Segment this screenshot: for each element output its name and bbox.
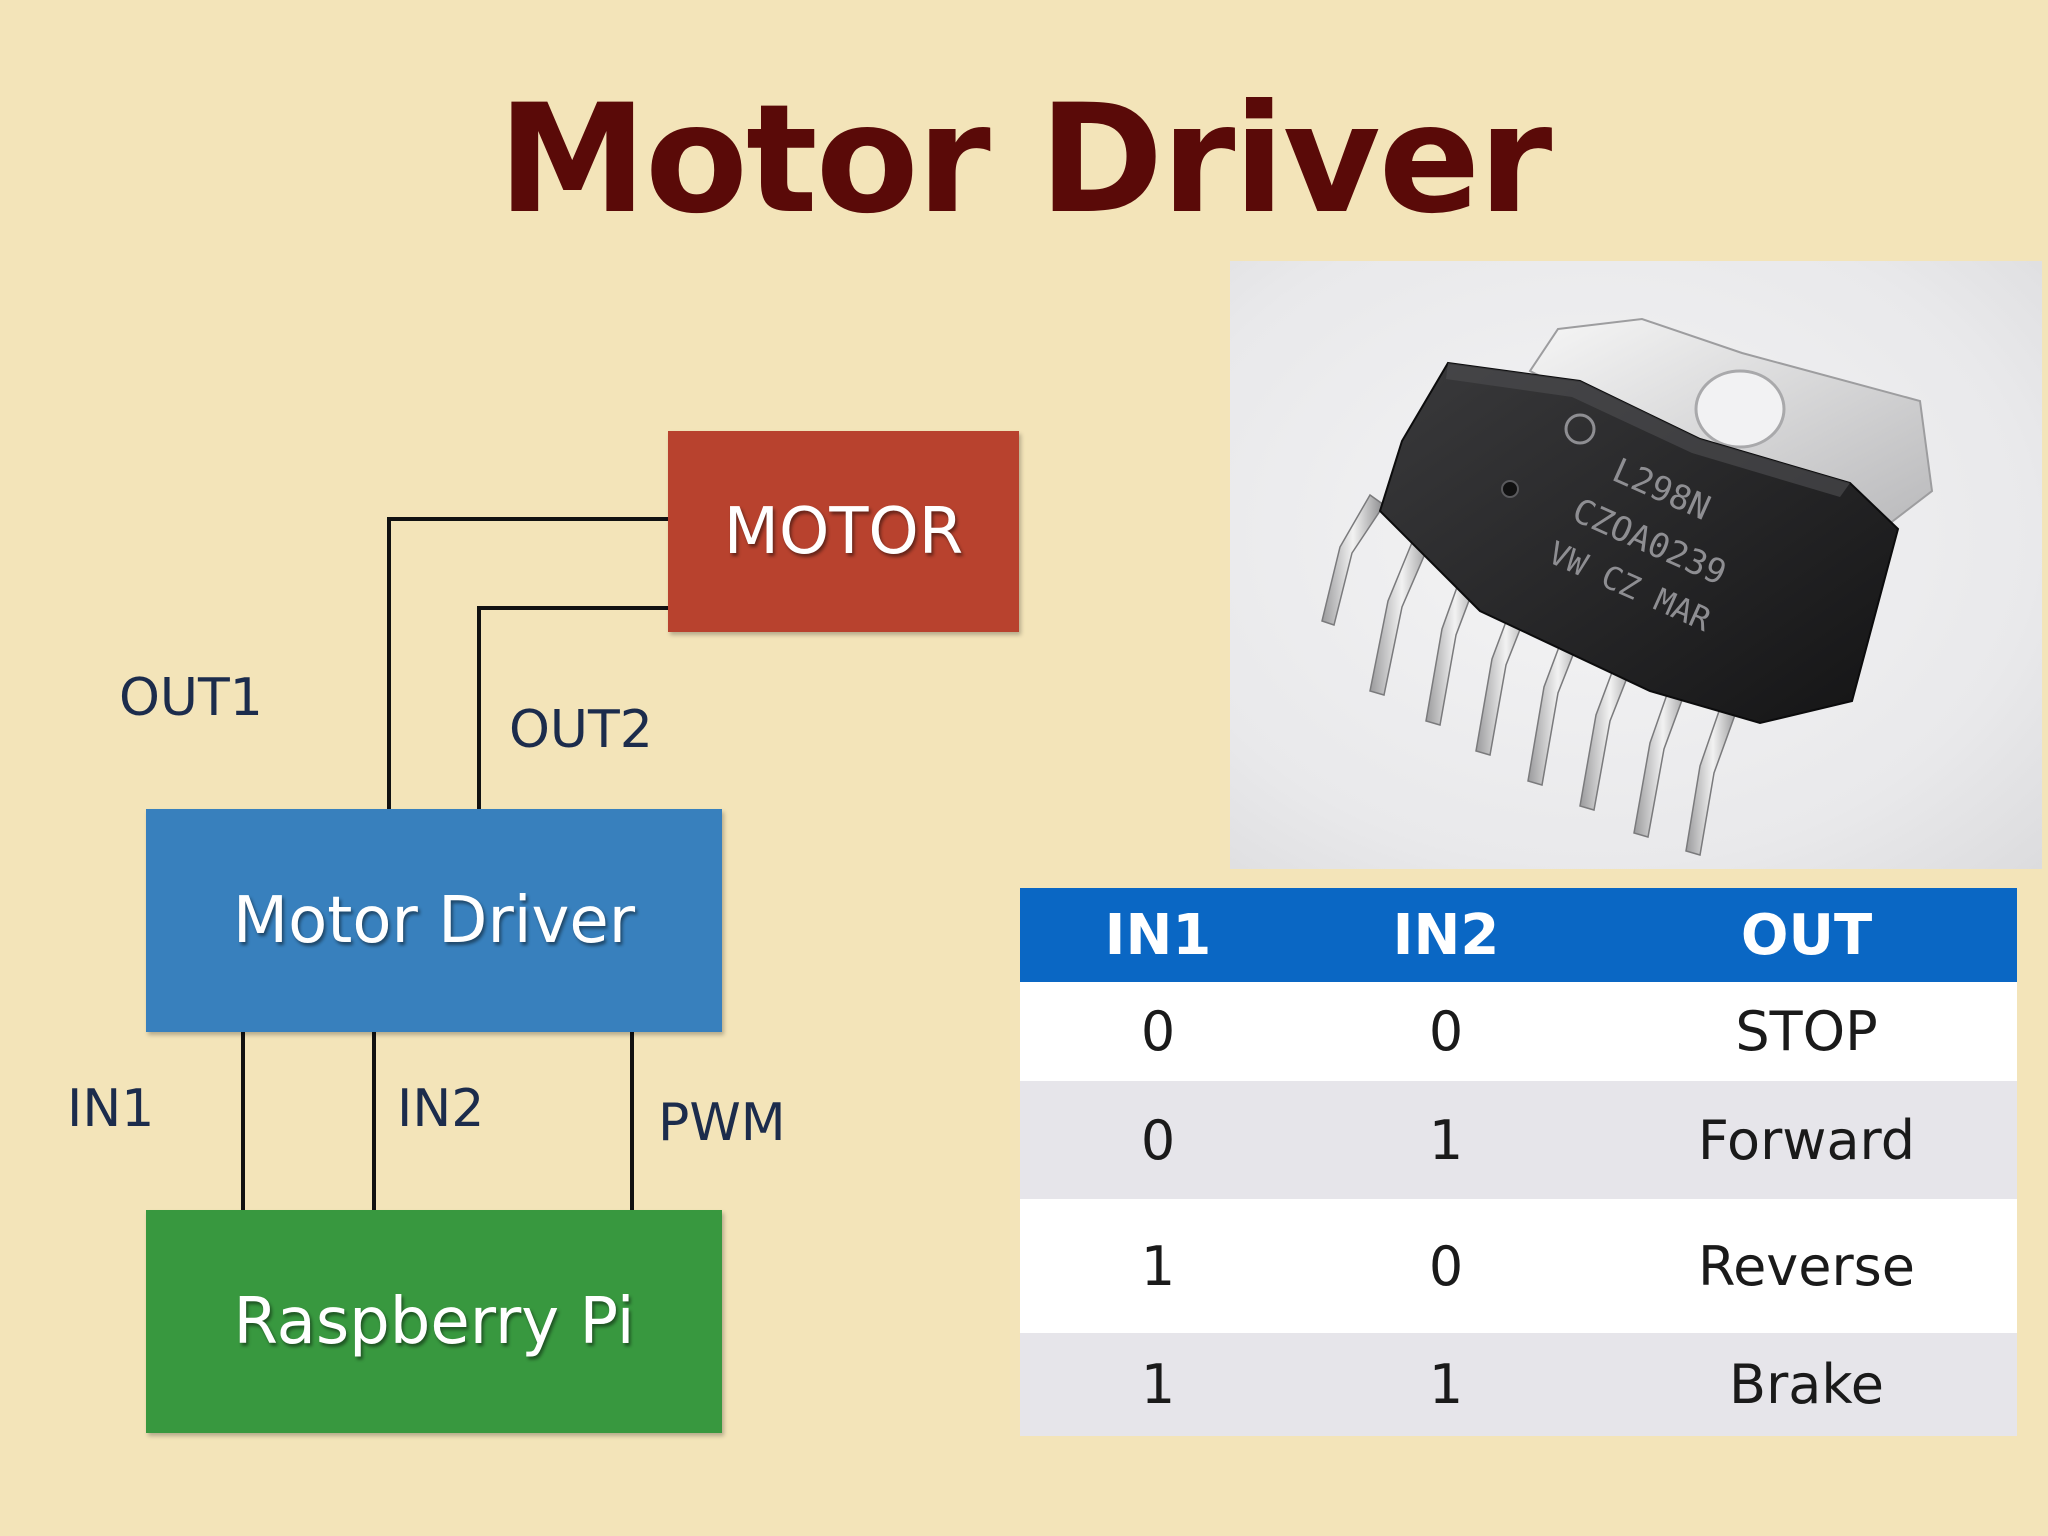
cell-in1: 1 [1020, 1333, 1296, 1436]
l298n-chip-photo: L298N CZOA0239 VW CZ MAR [1230, 261, 2042, 869]
out2-label: OUT2 [509, 700, 653, 760]
cell-out: STOP [1596, 982, 2017, 1081]
raspberry-pi-label: Raspberry Pi [233, 1284, 635, 1359]
table-row: 1 1 Brake [1020, 1333, 2017, 1436]
out1-label: OUT1 [119, 668, 263, 728]
truth-table: IN1 IN2 OUT 0 0 STOP 0 1 Forward 1 0 Rev… [1020, 888, 2017, 1436]
table-row: 1 0 Reverse [1020, 1199, 2017, 1333]
cell-in2: 1 [1296, 1081, 1596, 1199]
st-logo-icon [1564, 413, 1596, 445]
motor-driver-block: Motor Driver [146, 809, 722, 1032]
in1-label: IN1 [67, 1079, 155, 1139]
cell-out: Reverse [1596, 1199, 2017, 1333]
header-in2: IN2 [1296, 888, 1596, 982]
pwm-label: PWM [658, 1093, 786, 1153]
table-header-row: IN1 IN2 OUT [1020, 888, 2017, 982]
chip-illustration: L298N CZOA0239 VW CZ MAR [1321, 317, 1934, 856]
header-out: OUT [1596, 888, 2017, 982]
wire-out1 [387, 517, 668, 809]
cell-in1: 0 [1020, 982, 1296, 1081]
motor-label: MOTOR [723, 494, 964, 569]
in2-label: IN2 [397, 1079, 485, 1139]
cell-in2: 0 [1296, 1199, 1596, 1333]
table-row: 0 0 STOP [1020, 982, 2017, 1081]
cell-out: Forward [1596, 1081, 2017, 1199]
motor-driver-label: Motor Driver [232, 883, 636, 958]
cell-in1: 1 [1020, 1199, 1296, 1333]
cell-in2: 0 [1296, 982, 1596, 1081]
table-row: 0 1 Forward [1020, 1081, 2017, 1199]
cell-in2: 1 [1296, 1333, 1596, 1436]
cell-out: Brake [1596, 1333, 2017, 1436]
header-in1: IN1 [1020, 888, 1296, 982]
cell-in1: 0 [1020, 1081, 1296, 1199]
mounting-hole [1694, 369, 1786, 449]
slide-title: Motor Driver [497, 73, 1553, 247]
motor-block: MOTOR [668, 431, 1019, 632]
wire-out2 [477, 606, 668, 809]
raspberry-pi-block: Raspberry Pi [146, 1210, 722, 1433]
chip-body [1378, 361, 1900, 725]
